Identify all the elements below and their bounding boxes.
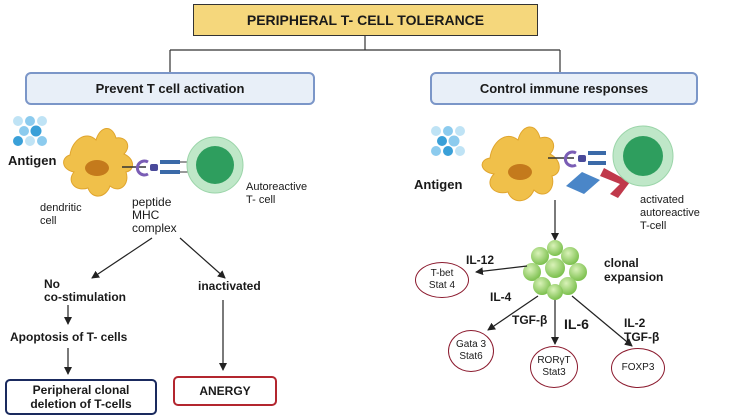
activated-t-cell [612,125,674,187]
autoreactive-t-cell [186,136,244,194]
ror-stat3-circle: RORγT Stat3 [530,346,578,388]
antigen-particles-right [431,126,465,156]
tree-connectors [169,36,561,72]
right-heading-box: Control immune responses [430,72,698,105]
antigen-label-right: Antigen [414,177,463,192]
clonal-deletion-box: Peripheral clonal deletion of T-cells [5,379,157,415]
main-title-box: PERIPHERAL T- CELL TOLERANCE [193,4,538,36]
dendritic-cell-right [481,126,560,202]
mhc-tcr-costim-right [548,150,630,198]
il12-label: IL-12 [466,253,495,267]
right-heading: Control immune responses [479,81,649,96]
apoptosis-label: Apoptosis of T- cells [10,330,128,344]
dendritic-cell-left [63,128,133,197]
peptide-mhc-label: peptide MHC complex [132,195,177,235]
inactivated-label: inactivated [198,279,261,293]
clonal-expansion-label: clonal expansion [604,256,664,284]
il2-label: IL-2 TGF-β [624,316,660,344]
page-title: PERIPHERAL T- CELL TOLERANCE [246,12,485,28]
left-heading-box: Prevent T cell activation [25,72,315,105]
deletion-line-1: Peripheral clonal [32,383,130,397]
deletion-line-2: deletion of T-cells [30,397,132,411]
clonal-expansion-cluster [523,240,587,300]
il4-label: IL-4 [490,290,512,304]
tbet-stat4-circle: T-bet Stat 4 [415,262,469,298]
activated-t-cell-label: activated autoreactive T-cell [640,194,700,232]
left-heading: Prevent T cell activation [95,81,245,96]
left-flow-arrows [64,237,227,375]
tgfb-label: TGF-β [512,313,548,327]
antigen-particles-left [13,116,47,146]
foxp3-circle: FOXP3 [611,348,665,388]
gata3-stat6-circle: Gata 3 Stat6 [448,330,494,372]
anergy-label: ANERGY [199,384,251,398]
anergy-box: ANERGY [173,376,277,406]
no-costimulation-label: No co-stimulation [44,277,127,304]
autoreactive-label: Autoreactive T- cell [246,181,308,206]
mhc-tcr-complex-left [122,159,192,177]
antigen-label-left: Antigen [8,153,57,168]
differentiation-arrows [475,265,633,347]
dendritic-cell-label: dendritic cell [40,202,82,227]
il6-label: IL-6 [564,316,589,332]
